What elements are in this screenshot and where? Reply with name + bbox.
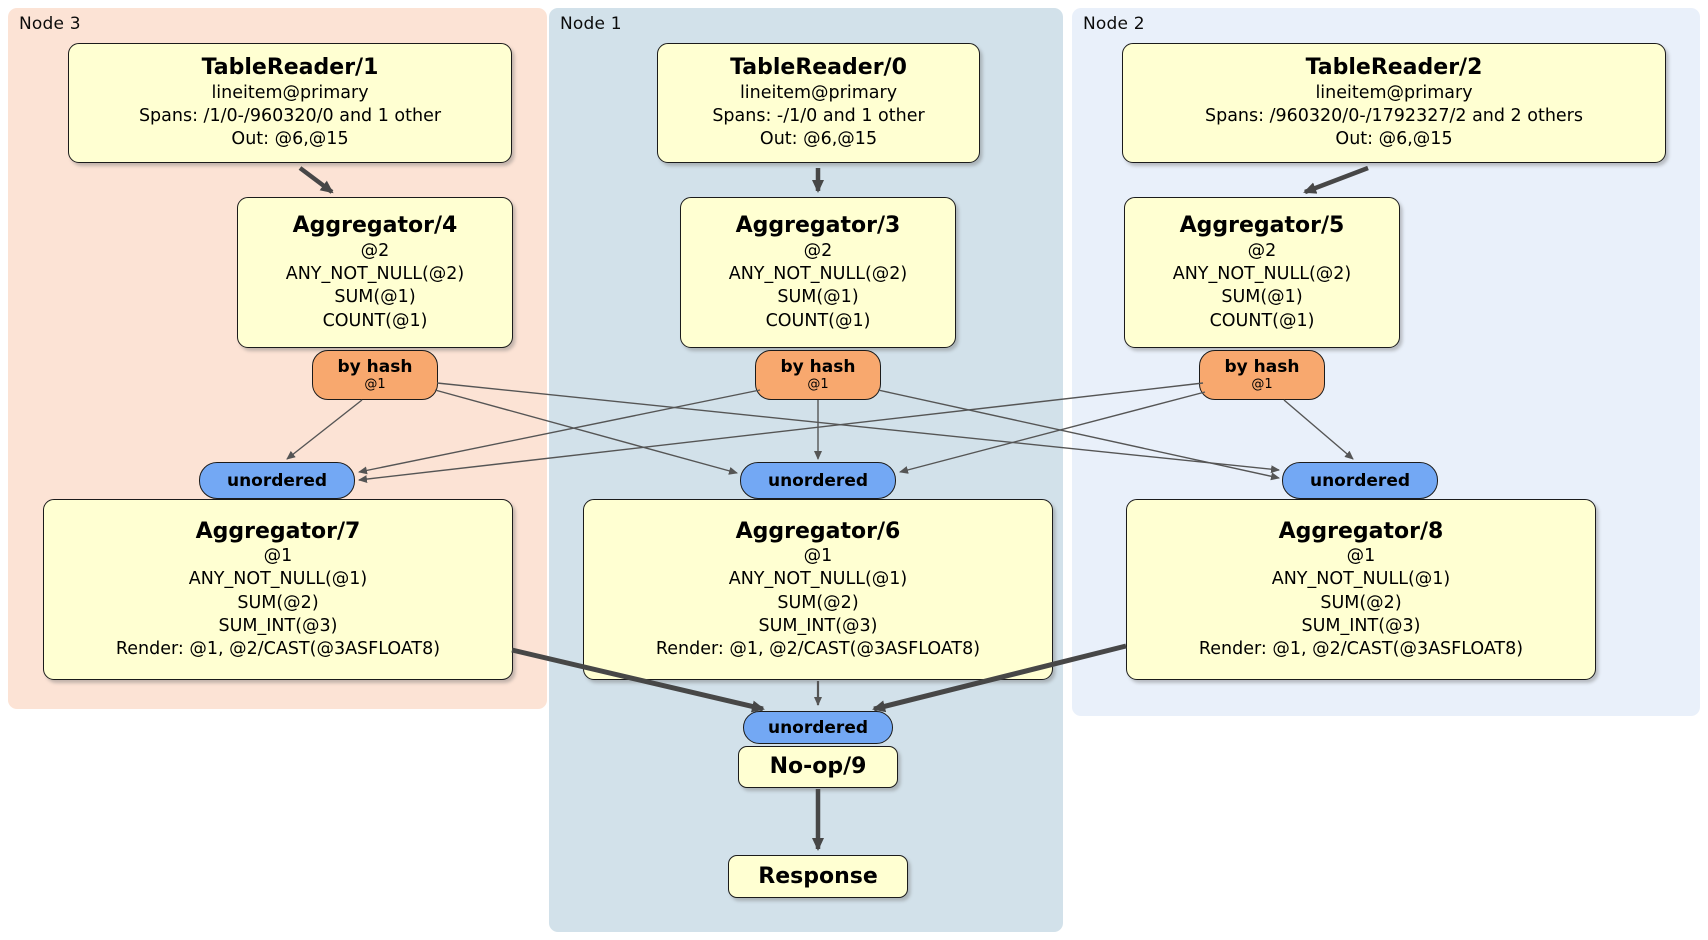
processor-aggregator-6: Aggregator/6 @1 ANY_NOT_NULL(@1) SUM(@2)… <box>583 499 1053 680</box>
unordered-label: unordered <box>226 470 328 491</box>
processor-response: Response <box>728 855 908 898</box>
processor-detail: ANY_NOT_NULL(@1) <box>1271 569 1451 590</box>
processor-detail: SUM(@2) <box>1320 592 1402 613</box>
processor-noop-9: No-op/9 <box>738 746 898 788</box>
processor-detail: SUM_INT(@3) <box>1301 615 1421 636</box>
processor-title: No-op/9 <box>769 754 867 780</box>
processor-detail: Spans: -/1/0 and 1 other <box>712 106 925 127</box>
processor-detail: COUNT(@1) <box>765 310 871 331</box>
processor-title: Aggregator/4 <box>292 213 458 239</box>
processor-detail: Out: @6,@15 <box>1335 129 1453 150</box>
processor-detail: Spans: /960320/0-/1792327/2 and 2 others <box>1204 106 1583 127</box>
processor-title: TableReader/1 <box>201 55 379 81</box>
by-hash-label: by hash <box>337 356 413 377</box>
processor-detail: ANY_NOT_NULL(@2) <box>1172 263 1352 284</box>
unordered-label: unordered <box>767 470 869 491</box>
sync-unordered-badge: unordered <box>743 711 893 744</box>
router-by-hash-badge: by hash @1 <box>755 350 881 400</box>
processor-aggregator-5: Aggregator/5 @2 ANY_NOT_NULL(@2) SUM(@1)… <box>1124 197 1400 348</box>
processor-tablereader-0: TableReader/0 lineitem@primary Spans: -/… <box>657 43 980 163</box>
unordered-label: unordered <box>767 717 869 738</box>
processor-detail: ANY_NOT_NULL(@1) <box>728 569 908 590</box>
by-hash-columns: @1 <box>364 376 386 392</box>
processor-title: Aggregator/8 <box>1278 518 1444 544</box>
processor-detail: Render: @1, @2/CAST(@3ASFLOAT8) <box>115 639 441 660</box>
processor-detail: SUM_INT(@3) <box>218 615 338 636</box>
processor-title: Aggregator/5 <box>1179 213 1345 239</box>
processor-title: Aggregator/6 <box>735 518 901 544</box>
processor-tablereader-1: TableReader/1 lineitem@primary Spans: /1… <box>68 43 512 163</box>
processor-detail: @2 <box>360 240 390 261</box>
processor-aggregator-4: Aggregator/4 @2 ANY_NOT_NULL(@2) SUM(@1)… <box>237 197 513 348</box>
processor-detail: ANY_NOT_NULL(@2) <box>728 263 908 284</box>
sync-unordered-badge: unordered <box>1282 462 1438 499</box>
processor-detail: @1 <box>1346 546 1376 567</box>
processor-detail: COUNT(@1) <box>1209 310 1315 331</box>
router-by-hash-badge: by hash @1 <box>312 350 438 400</box>
processor-aggregator-7: Aggregator/7 @1 ANY_NOT_NULL(@1) SUM(@2)… <box>43 499 513 680</box>
processor-detail: SUM(@1) <box>334 287 416 308</box>
processor-aggregator-8: Aggregator/8 @1 ANY_NOT_NULL(@1) SUM(@2)… <box>1126 499 1596 680</box>
processor-title: Aggregator/3 <box>735 213 901 239</box>
processor-detail: @2 <box>1247 240 1277 261</box>
region-node2-label: Node 2 <box>1083 14 1145 34</box>
processor-detail: Out: @6,@15 <box>231 129 349 150</box>
processor-title: Response <box>758 863 878 889</box>
by-hash-columns: @1 <box>1251 376 1273 392</box>
processor-detail: @2 <box>803 240 833 261</box>
sync-unordered-badge: unordered <box>199 462 355 499</box>
processor-detail: COUNT(@1) <box>322 310 428 331</box>
processor-detail: Render: @1, @2/CAST(@3ASFLOAT8) <box>655 639 981 660</box>
processor-detail: Spans: /1/0-/960320/0 and 1 other <box>138 106 442 127</box>
processor-detail: ANY_NOT_NULL(@1) <box>188 569 368 590</box>
region-node3-label: Node 3 <box>19 14 81 34</box>
processor-detail: lineitem@primary <box>211 82 369 103</box>
processor-detail: Render: @1, @2/CAST(@3ASFLOAT8) <box>1198 639 1524 660</box>
processor-detail: ANY_NOT_NULL(@2) <box>285 263 465 284</box>
processor-detail: SUM(@1) <box>777 287 859 308</box>
by-hash-label: by hash <box>780 356 856 377</box>
by-hash-columns: @1 <box>807 376 829 392</box>
processor-title: TableReader/0 <box>730 55 907 81</box>
processor-detail: @1 <box>263 546 293 567</box>
processor-detail: SUM_INT(@3) <box>758 615 878 636</box>
processor-title: TableReader/2 <box>1305 55 1483 81</box>
processor-detail: SUM(@1) <box>1221 287 1303 308</box>
processor-detail: @1 <box>803 546 833 567</box>
processor-detail: SUM(@2) <box>777 592 859 613</box>
by-hash-label: by hash <box>1224 356 1300 377</box>
processor-detail: lineitem@primary <box>1315 82 1473 103</box>
processor-detail: Out: @6,@15 <box>759 129 878 150</box>
processor-title: Aggregator/7 <box>195 518 361 544</box>
sync-unordered-badge: unordered <box>740 462 896 499</box>
unordered-label: unordered <box>1309 470 1411 491</box>
processor-aggregator-3: Aggregator/3 @2 ANY_NOT_NULL(@2) SUM(@1)… <box>680 197 956 348</box>
processor-tablereader-2: TableReader/2 lineitem@primary Spans: /9… <box>1122 43 1666 163</box>
processor-detail: lineitem@primary <box>739 82 898 103</box>
processor-detail: SUM(@2) <box>237 592 319 613</box>
router-by-hash-badge: by hash @1 <box>1199 350 1325 400</box>
region-node1-label: Node 1 <box>560 14 622 34</box>
